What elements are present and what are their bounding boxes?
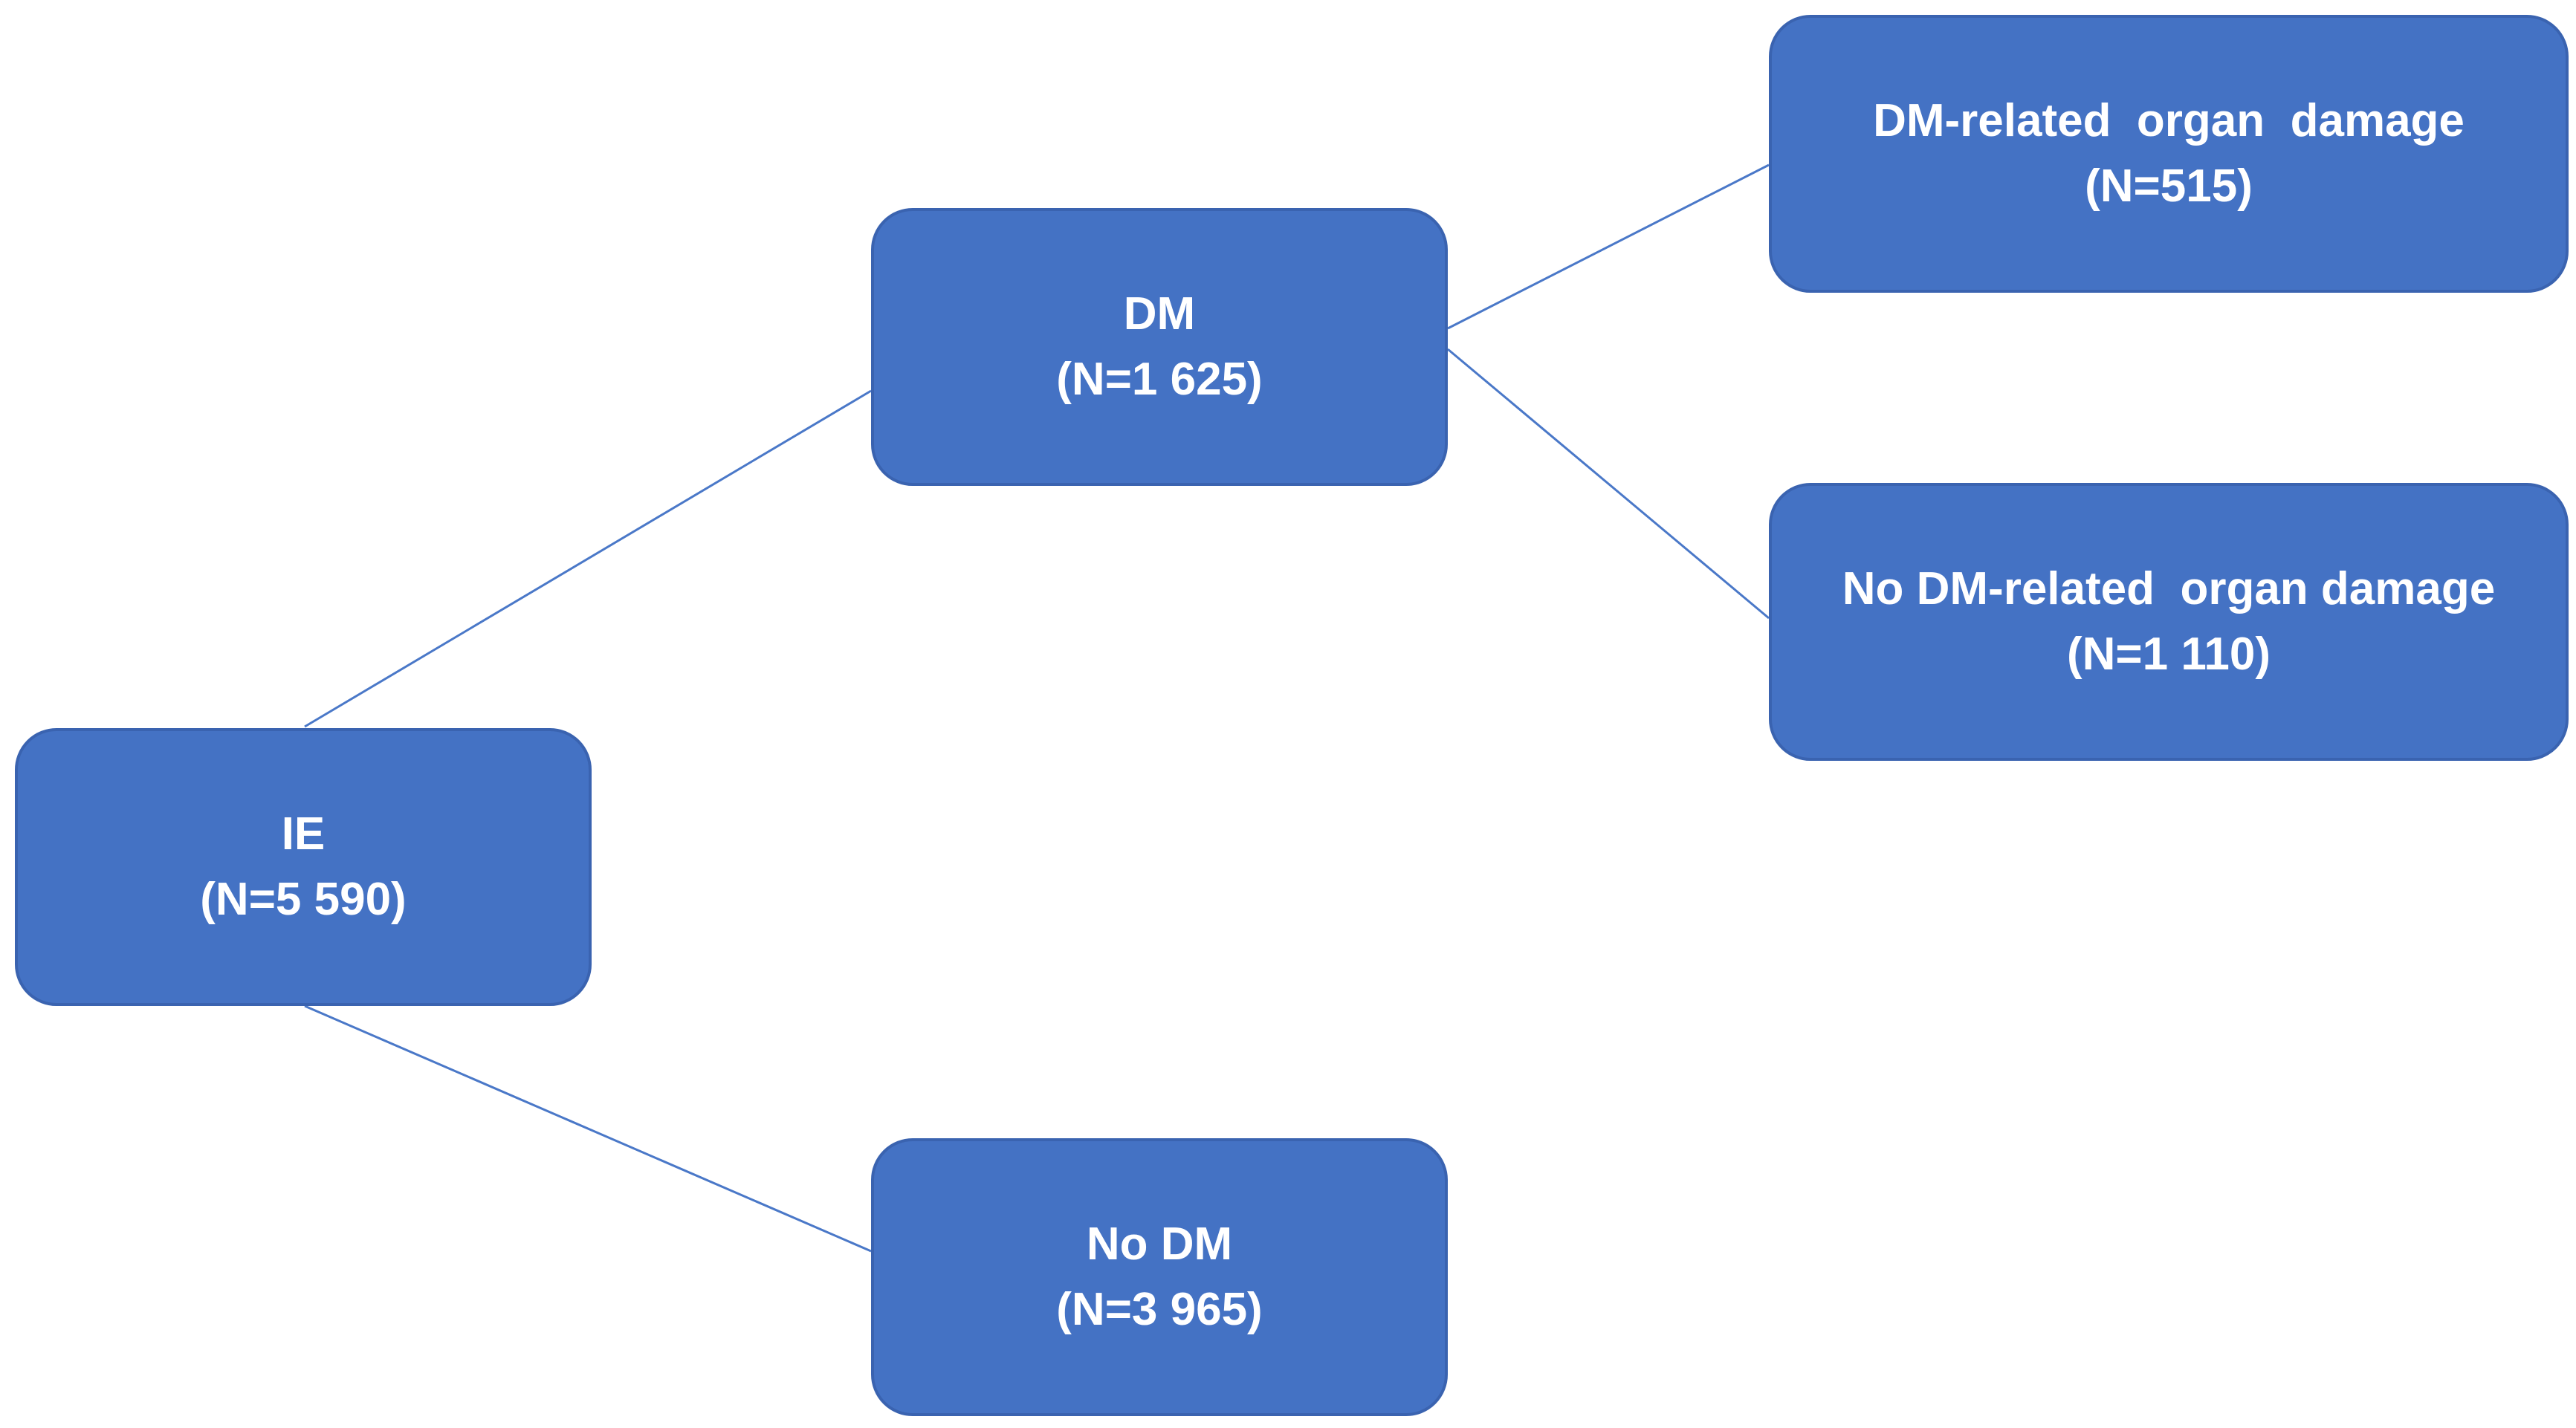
node-no-dm-organ-damage-count: (N=1 110) <box>2066 629 2271 680</box>
node-no-dm-organ-damage: No DM-related organ damage (N=1 110) <box>1769 483 2569 761</box>
node-ie-title: IE <box>281 808 326 860</box>
connector-ie-to-dm <box>304 389 872 728</box>
node-no-dm-organ-damage-title: No DM-related organ damage <box>1842 563 2496 614</box>
node-ie-count: (N=5 590) <box>200 874 407 925</box>
node-dm-organ-damage-title: DM-related organ damage <box>1873 95 2465 146</box>
node-dm-count: (N=1 625) <box>1056 354 1263 405</box>
node-no-dm-count: (N=3 965) <box>1056 1284 1263 1335</box>
node-dm-organ-damage-count: (N=515) <box>2085 160 2253 212</box>
node-dm-title: DM <box>1123 288 1196 340</box>
node-ie: IE (N=5 590) <box>15 728 592 1006</box>
node-dm: DM (N=1 625) <box>871 208 1448 486</box>
connector-dm-to-organ-damage <box>1447 163 1770 330</box>
node-no-dm: No DM (N=3 965) <box>871 1138 1448 1416</box>
connector-ie-to-no-dm <box>304 1005 872 1253</box>
connector-dm-to-no-organ-damage <box>1447 348 1770 620</box>
node-no-dm-title: No DM <box>1086 1218 1233 1270</box>
node-dm-organ-damage: DM-related organ damage (N=515) <box>1769 15 2569 293</box>
